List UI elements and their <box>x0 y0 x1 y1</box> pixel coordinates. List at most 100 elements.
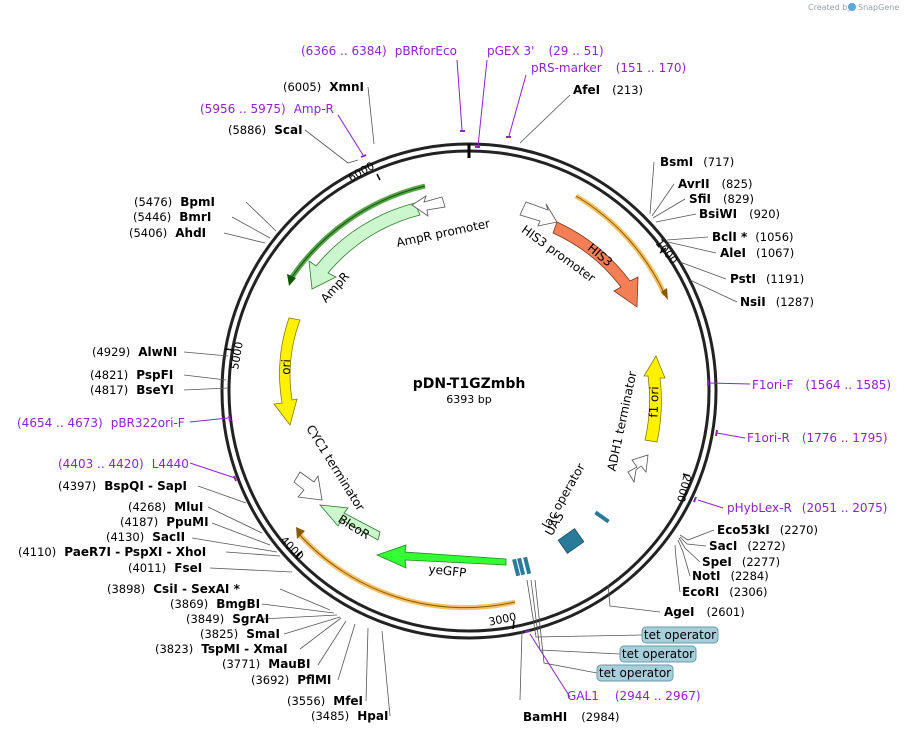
primer-leaders <box>189 59 751 698</box>
tet-operator-label-1: tet operator <box>644 628 716 642</box>
yegfp-feature[interactable] <box>375 544 507 569</box>
svg-text:ADH1 terminator: ADH1 terminator <box>605 370 640 472</box>
site-bmgbi[interactable]: (3869)BmgBI <box>170 597 260 611</box>
site-eco53ki[interactable]: Eco53kI(2270) <box>717 523 818 537</box>
site-hpai[interactable]: (3485)HpaI <box>311 709 388 723</box>
site-ahdi[interactable]: (5406)AhdI <box>129 226 206 240</box>
svg-text:CYC1 terminator: CYC1 terminator <box>303 422 367 513</box>
credit-prefix: Created by <box>808 3 852 12</box>
snapgene-logo-icon <box>848 3 856 11</box>
site-smai[interactable]: (3825)SmaI <box>200 627 280 641</box>
site-sfii[interactable]: SfiI(829) <box>689 192 754 206</box>
adh1-terminator-feature[interactable] <box>627 454 649 484</box>
tet-operator-block-3[interactable] <box>523 556 532 575</box>
primer-pbrforeco: (6366 .. 6384)pBRforEco <box>301 44 457 58</box>
tick-1000: 1000 <box>653 237 680 267</box>
cyc1-terminator-label: CYC1 terminator <box>303 422 367 513</box>
svg-text:5000: 5000 <box>228 341 246 371</box>
bleor-feature[interactable] <box>319 504 381 541</box>
site-bcli[interactable]: BclI *(1056) <box>712 230 794 244</box>
site-bseyi[interactable]: (4817)BseYI <box>90 383 174 397</box>
site-bamhi[interactable]: BamHI(2984) <box>523 710 620 724</box>
primer-pbr322orif: (4654 .. 4673)pBR322ori-F <box>17 416 185 430</box>
f1-ori-feature[interactable] <box>643 355 666 443</box>
site-noti[interactable]: NotI(2284) <box>692 569 769 583</box>
site-afei[interactable]: AfeI(213) <box>573 83 643 97</box>
yegfp-orf-line <box>297 532 516 609</box>
plasmid-name: pDN-T1GZmbh <box>413 376 526 392</box>
his3-promoter-feature[interactable] <box>519 201 558 227</box>
site-tspmi[interactable]: (3823)TspMI - XmaI <box>155 642 288 656</box>
tet-operator-label-3: tet operator <box>599 666 671 680</box>
primer-l4440: (4403 .. 4420)L4440 <box>58 457 189 471</box>
site-maubi[interactable]: (3771)MauBI <box>222 657 310 671</box>
site-alei[interactable]: AleI(1067) <box>720 246 794 260</box>
site-xmni[interactable]: (6005)XmnI <box>283 80 364 94</box>
svg-text:ori: ori <box>279 359 294 375</box>
tet-operator-block-2[interactable] <box>517 557 526 576</box>
uas-feature[interactable] <box>557 528 585 554</box>
site-alwni[interactable]: (4929)AlwNI <box>92 345 177 359</box>
adh1-terminator-label: ADH1 terminator <box>605 370 640 472</box>
tick-3000: 3000 <box>487 610 517 629</box>
lac-operator-feature[interactable] <box>594 510 610 524</box>
ori-feature[interactable] <box>273 317 301 426</box>
site-pspfi[interactable]: (4821)PspFI <box>90 368 173 382</box>
ampr-feature[interactable] <box>308 202 421 290</box>
svg-text:6000: 6000 <box>346 159 377 184</box>
site-spei[interactable]: SpeI(2277) <box>702 555 780 569</box>
tet-operator-box-3[interactable] <box>596 664 674 682</box>
primer-ampr: (5956 .. 5975)Amp-R <box>200 102 334 116</box>
tet-operator-box-1[interactable] <box>641 626 719 644</box>
tet-operator-label-2: tet operator <box>622 647 694 661</box>
site-pflmi[interactable]: (3692)PflMI <box>251 673 331 687</box>
site-csii[interactable]: (3898)CsiI - SexAI * <box>107 582 241 596</box>
primer-phyblexr: pHybLex-R(2051 .. 2075) <box>727 501 887 515</box>
svg-text:3000: 3000 <box>487 610 517 629</box>
ampr-promoter-label: AmpR promoter <box>395 216 491 250</box>
site-mlui[interactable]: (4268)MluI <box>128 500 203 514</box>
svg-text:1000: 1000 <box>653 237 680 267</box>
site-avrii[interactable]: AvrII(825) <box>678 177 752 191</box>
ampr-promoter-feature[interactable] <box>411 195 446 217</box>
site-paer7i[interactable]: (4110)PaeR7I - PspXI - XhoI <box>18 545 206 559</box>
site-bmri[interactable]: (5446)BmrI <box>133 210 211 224</box>
svg-text:f1 ori: f1 ori <box>646 386 661 418</box>
site-ppumi[interactable]: (4187)PpuMI <box>120 515 209 529</box>
site-bspqi[interactable]: (4397)BspQI - SapI <box>58 479 187 493</box>
svg-text:BleoR: BleoR <box>336 512 373 542</box>
tet-operator-block-1[interactable] <box>512 558 521 577</box>
primer-f1orir: F1ori-R(1776 .. 1795) <box>747 431 888 445</box>
tet-operator-callouts: tet operator tet operator tet operator <box>526 579 719 682</box>
site-bsmi[interactable]: BsmI(717) <box>660 155 734 169</box>
f1-ori-label: f1 ori <box>646 386 661 418</box>
site-mfei[interactable]: (3556)MfeI <box>287 694 363 708</box>
svg-text:AmpR promoter: AmpR promoter <box>395 216 491 250</box>
site-saci[interactable]: SacI(2272) <box>709 539 786 553</box>
primer-markers <box>228 130 718 633</box>
cyc1-terminator-feature[interactable] <box>293 471 323 501</box>
ampr-orf-arrow-icon <box>287 274 296 286</box>
yegfp-label: yeGFP <box>428 562 467 580</box>
site-sgrai[interactable]: (3849)SgrAI <box>186 612 269 626</box>
site-fsei[interactable]: (4011)FseI <box>128 561 202 575</box>
site-nsii[interactable]: NsiI(1287) <box>740 295 814 309</box>
his3-feature[interactable] <box>552 221 639 308</box>
site-leaders <box>183 86 738 717</box>
site-psti[interactable]: PstI(1191) <box>730 272 804 286</box>
primer-pgex3: pGEX 3'(29 .. 51) <box>487 44 604 58</box>
primer-f1orif: F1ori-F(1564 .. 1585) <box>752 378 891 392</box>
site-bsiwi[interactable]: BsiWI(920) <box>699 207 780 221</box>
bleor-label: BleoR <box>336 512 373 542</box>
svg-text:yeGFP: yeGFP <box>428 562 467 580</box>
site-scai[interactable]: (5886)ScaI <box>228 123 303 137</box>
ampr-orf-line <box>289 185 426 281</box>
site-ecori[interactable]: EcoRI(2306) <box>682 585 768 599</box>
tick-marks <box>225 173 691 630</box>
yegfp-orf-arrow-icon <box>296 527 305 539</box>
site-sacii[interactable]: (4130)SacII <box>106 530 185 544</box>
credit-brand: SnapGene <box>858 3 899 12</box>
site-bpmi[interactable]: (5476)BpmI <box>134 195 215 209</box>
site-agei[interactable]: AgeI(2601) <box>664 605 745 619</box>
tet-operator-box-2[interactable] <box>619 645 697 663</box>
